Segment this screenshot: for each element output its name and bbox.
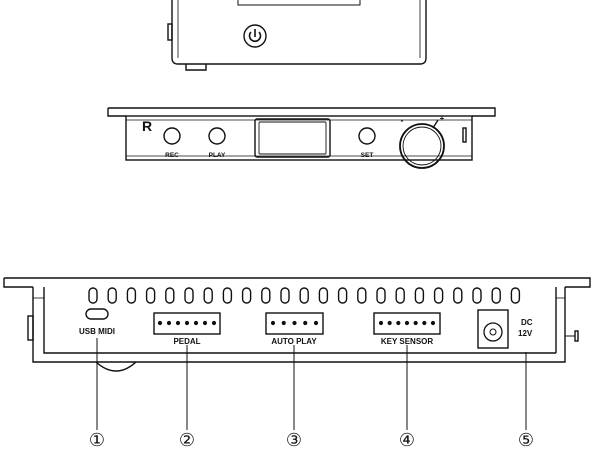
- brand-logo: R: [142, 118, 152, 134]
- front-panel: [107, 107, 496, 169]
- vent-slot: [203, 287, 213, 304]
- vent-slot: [88, 287, 98, 304]
- vent-slot: [126, 287, 137, 304]
- connector-pin: [184, 320, 190, 326]
- connector-pin: [387, 320, 392, 326]
- vent-slot: [107, 287, 117, 304]
- auto-play-label: AUTO PLAY: [271, 337, 317, 346]
- display-screen: [254, 118, 331, 158]
- vent-slot: [453, 287, 463, 304]
- connector-pin: [413, 320, 418, 326]
- callout-2: ②: [179, 430, 195, 449]
- connector-pin: [404, 320, 410, 326]
- connector-pin: [175, 320, 181, 326]
- vent-slot: [318, 287, 329, 304]
- connector-pin: [211, 320, 217, 326]
- vent-slot: [414, 287, 425, 304]
- auto-play-port: [265, 312, 324, 335]
- connector-pin: [422, 320, 427, 326]
- connector-pin: [313, 320, 319, 326]
- connector-pin: [157, 320, 163, 326]
- callout-4: ④: [399, 430, 415, 449]
- port-pins: [157, 320, 436, 326]
- vent-slot: [165, 287, 175, 304]
- vent-slot: [222, 287, 233, 304]
- connector-pin: [430, 320, 436, 326]
- connector-pin: [396, 320, 401, 326]
- connector-pin: [378, 320, 384, 326]
- connector-pin: [193, 320, 199, 326]
- set-label: SET: [361, 152, 374, 159]
- set-button: [358, 127, 376, 145]
- vent-slots: [88, 287, 521, 304]
- play-label: PLAY: [209, 152, 226, 159]
- callout-1: ①: [89, 430, 105, 449]
- connector-pin: [202, 320, 208, 326]
- vent-slot: [395, 287, 405, 304]
- vent-slot: [472, 287, 482, 304]
- rec-label: REC: [165, 152, 179, 159]
- knob-plus-label: +: [440, 114, 445, 123]
- connector-pin: [166, 320, 172, 326]
- dc-label: DC: [521, 318, 533, 327]
- top-view: [167, 0, 427, 71]
- volume-knob: [399, 123, 445, 169]
- callout-3: ③: [286, 430, 302, 449]
- vent-slot: [433, 287, 444, 304]
- vent-slot: [280, 287, 290, 304]
- vent-slot: [184, 287, 194, 304]
- dc-power-jack: [477, 309, 509, 349]
- vent-slot: [299, 287, 309, 304]
- pedal-label: PEDAL: [173, 337, 200, 346]
- usb-midi-label: USB MIDI: [79, 327, 115, 336]
- callout-5: ⑤: [518, 430, 534, 449]
- dc-voltage-label: 12V: [518, 329, 533, 338]
- vent-slot: [145, 287, 156, 304]
- usb-midi-port: [85, 308, 109, 320]
- play-button: [208, 127, 226, 145]
- pedal-port: [153, 312, 221, 335]
- connector-pin: [292, 320, 297, 326]
- knob-minus-label: -: [401, 116, 404, 125]
- vent-slot: [376, 287, 386, 304]
- connector-pin: [281, 320, 286, 326]
- vent-slot: [510, 287, 521, 304]
- vent-slot: [241, 287, 252, 304]
- back-panel: [3, 277, 591, 430]
- key-sensor-port: [373, 312, 441, 335]
- power-button-icon: [243, 24, 267, 48]
- rec-button: [163, 127, 181, 145]
- vent-slot: [337, 287, 348, 304]
- connector-pin: [303, 320, 308, 326]
- vent-slot: [357, 287, 367, 304]
- key-sensor-label: KEY SENSOR: [381, 337, 434, 346]
- vent-slot: [491, 287, 501, 304]
- connector-pin: [270, 320, 276, 326]
- vent-slot: [261, 287, 271, 304]
